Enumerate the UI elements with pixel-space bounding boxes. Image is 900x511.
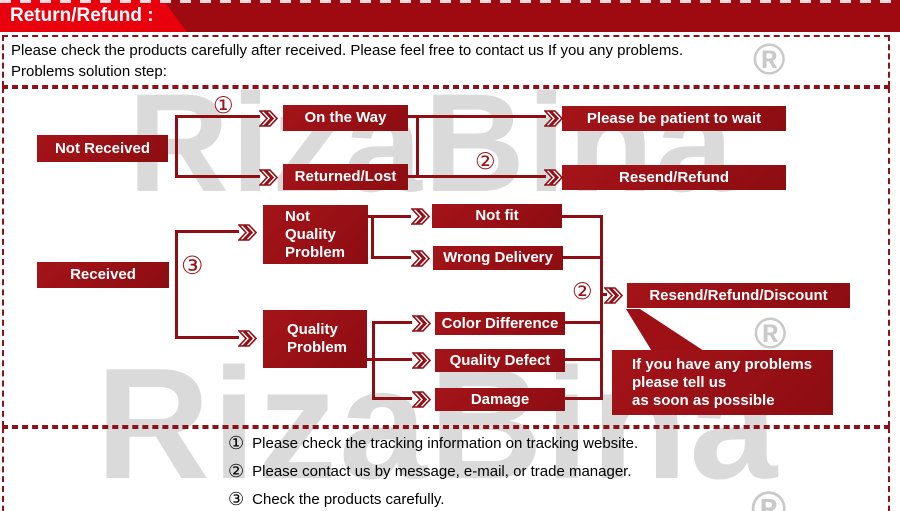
double-chevron-icon [238, 330, 257, 347]
flow-node-quality-defect: Quality Defect [435, 349, 565, 372]
double-chevron-icon [412, 315, 431, 332]
double-chevron-icon [259, 169, 278, 186]
header-bar-dashed-trim [0, 0, 900, 3]
connector-line [175, 336, 239, 339]
flow-node-resend-refund: Resend/Refund [562, 165, 786, 190]
connector-line [565, 358, 601, 361]
note-number: ② [228, 461, 245, 482]
node-line: Quality [287, 321, 338, 338]
note-text: Check the products carefully. [252, 491, 445, 508]
callout-line: as soon as possible [632, 391, 775, 409]
node-line: Quality [285, 225, 336, 243]
connector-line [416, 115, 419, 178]
connector-line [368, 215, 411, 218]
note-item: ③ Check the products carefully. [228, 489, 638, 510]
intro-section-frame [2, 35, 890, 87]
connector-line [372, 397, 412, 400]
connector-line [175, 115, 178, 178]
connector-line [565, 321, 601, 324]
node-line: Problem [287, 339, 348, 356]
flow-node-not-quality-problem: Not Quality Problem [263, 205, 368, 264]
flow-node-please-wait: Please be patient to wait [562, 106, 786, 131]
callout-line: If you have any problems [632, 355, 813, 373]
flow-node-resend-refund-discount: Resend/Refund/Discount [627, 283, 850, 308]
double-chevron-icon [544, 169, 563, 186]
connector-line [175, 230, 239, 233]
callout-line: please tell us [632, 373, 727, 391]
double-chevron-icon [604, 287, 623, 304]
flowchart-section-frame [2, 87, 890, 427]
page-title: Return/Refund : [10, 5, 154, 26]
flow-node-on-the-way: On the Way [283, 105, 408, 131]
step-2-badge: ② [475, 149, 496, 175]
double-chevron-icon [411, 208, 430, 225]
step-3-badge: ③ [181, 251, 204, 280]
registered-trademark-icon: ® [754, 309, 787, 358]
connector-line [175, 115, 260, 118]
step-2-badge: ② [572, 279, 593, 305]
double-chevron-icon [412, 391, 431, 408]
node-line: Problem [285, 243, 346, 261]
registered-trademark-icon: ® [751, 483, 787, 511]
flow-node-not-received: Not Received [37, 135, 168, 162]
note-text: Please check the tracking information on… [252, 435, 639, 452]
node-line: Not [285, 207, 310, 225]
flow-node-returned-lost: Returned/Lost [283, 164, 408, 190]
registered-trademark-icon: ® [753, 35, 786, 84]
connector-line [563, 256, 601, 259]
double-chevron-icon [259, 110, 278, 127]
note-item: ① Please check the tracking information … [228, 433, 638, 454]
flow-node-quality-problem: Quality Problem [263, 310, 367, 368]
connector-line [600, 215, 603, 400]
callout-bubble: If you have any problems please tell us … [612, 350, 833, 415]
note-item: ② Please contact us by message, e-mail, … [228, 461, 638, 482]
connector-line [408, 175, 546, 178]
flow-node-wrong-delivery: Wrong Delivery [433, 246, 563, 270]
double-chevron-icon [238, 224, 257, 241]
connector-line [371, 256, 411, 259]
connector-line [367, 358, 412, 361]
connector-line [372, 321, 412, 324]
connector-line [175, 175, 260, 178]
flow-node-damage: Damage [435, 388, 565, 411]
note-text: Please contact us by message, e-mail, or… [252, 463, 632, 480]
header-bar-bright-segment [0, 0, 187, 32]
flow-node-not-fit: Not fit [432, 204, 562, 228]
flow-node-received: Received [37, 262, 169, 288]
note-number: ③ [228, 489, 245, 510]
connector-line [562, 215, 601, 218]
flow-node-color-difference: Color Difference [435, 312, 565, 335]
double-chevron-icon [544, 110, 563, 127]
connector-line [371, 215, 374, 259]
notes-list: ① Please check the tracking information … [228, 433, 638, 511]
step-1-badge: ① [213, 93, 234, 119]
connector-line [565, 397, 601, 400]
note-number: ① [228, 433, 245, 454]
connector-line [600, 293, 607, 296]
header-bar: Return/Refund : [0, 0, 900, 32]
notes-section-frame [2, 427, 890, 511]
connector-line [175, 230, 178, 339]
double-chevron-icon [411, 250, 430, 267]
double-chevron-icon [412, 352, 431, 369]
intro-line-1: Please check the products carefully afte… [11, 42, 684, 59]
intro-text: Please check the products carefully afte… [11, 40, 683, 82]
intro-line-2: Problems solution step: [11, 63, 167, 80]
connector-line [408, 115, 546, 118]
